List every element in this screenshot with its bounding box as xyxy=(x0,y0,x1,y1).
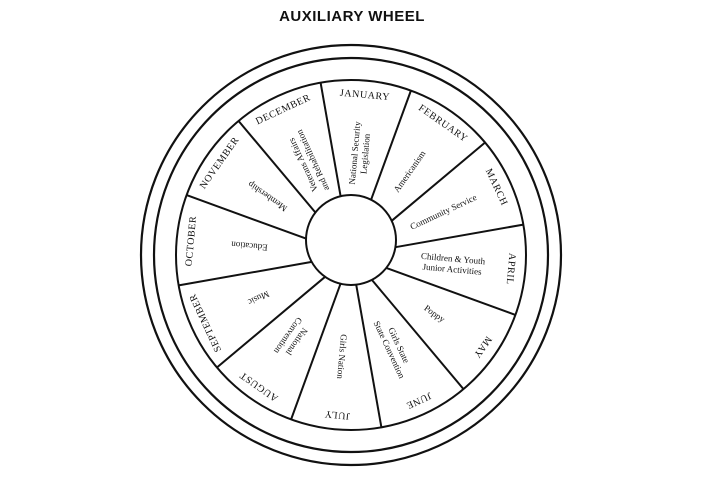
activity-label-february: Americanism xyxy=(391,149,427,194)
month-label-december: DECEMBER xyxy=(254,92,312,127)
month-label-april: APRIL xyxy=(504,253,518,286)
activity-line: Membership xyxy=(245,179,288,214)
month-label-june: JUNE xyxy=(404,390,433,411)
segment-divider xyxy=(319,82,342,197)
activity-line: Education xyxy=(230,239,268,252)
segment-divider xyxy=(355,284,383,428)
month-label-september: SEPTEMBER xyxy=(187,292,224,354)
activity-label-november: Membership xyxy=(245,179,288,214)
segment-divider xyxy=(370,90,412,201)
segment-divider xyxy=(391,141,486,222)
activity-line: Poppy xyxy=(422,303,447,325)
month-label-february: FEBRUARY xyxy=(416,103,469,145)
outer-ring-inner xyxy=(152,56,550,454)
month-label-january: JANUARY xyxy=(339,88,390,103)
activity-label-september: Music xyxy=(246,289,271,308)
activity-line: Girls Nation xyxy=(335,334,349,380)
segment-divider xyxy=(385,266,516,316)
segment-divider xyxy=(237,120,317,214)
activity-label-april: Children & YouthJunior Activities xyxy=(420,251,486,277)
wheel-title: AUXILIARY WHEEL xyxy=(279,8,425,25)
months-boundary xyxy=(175,79,527,431)
activity-label-july: Girls Nation xyxy=(335,334,349,380)
hub-circle xyxy=(305,194,397,286)
activity-label-january: National SecurityLegislation xyxy=(347,121,373,186)
segment-divider xyxy=(178,260,312,287)
segment-divider xyxy=(186,194,307,240)
month-label-october: OCTOBER xyxy=(184,215,199,266)
activity-line: Americanism xyxy=(391,149,427,194)
activity-label-may: Poppy xyxy=(422,303,447,325)
month-label-may: MAY xyxy=(471,334,494,360)
segment-divider xyxy=(395,223,524,249)
activity-label-august: NationalConvention xyxy=(272,315,313,362)
activity-line: Legislation xyxy=(358,133,372,175)
activity-label-october: Education xyxy=(230,239,268,252)
outer-ring-outer xyxy=(139,43,563,467)
month-label-august: AUGUST xyxy=(238,369,280,403)
segment-dividers xyxy=(178,82,524,428)
month-label-july: JULY xyxy=(324,408,351,421)
segment-divider xyxy=(290,283,342,420)
segment-divider xyxy=(216,276,326,369)
month-label-november: NOVEMBER xyxy=(198,135,242,191)
segment-divider xyxy=(371,279,465,390)
activity-label-december: Veterans Affairsand Rehabilitation xyxy=(284,128,331,197)
activity-line: Music xyxy=(246,289,271,308)
